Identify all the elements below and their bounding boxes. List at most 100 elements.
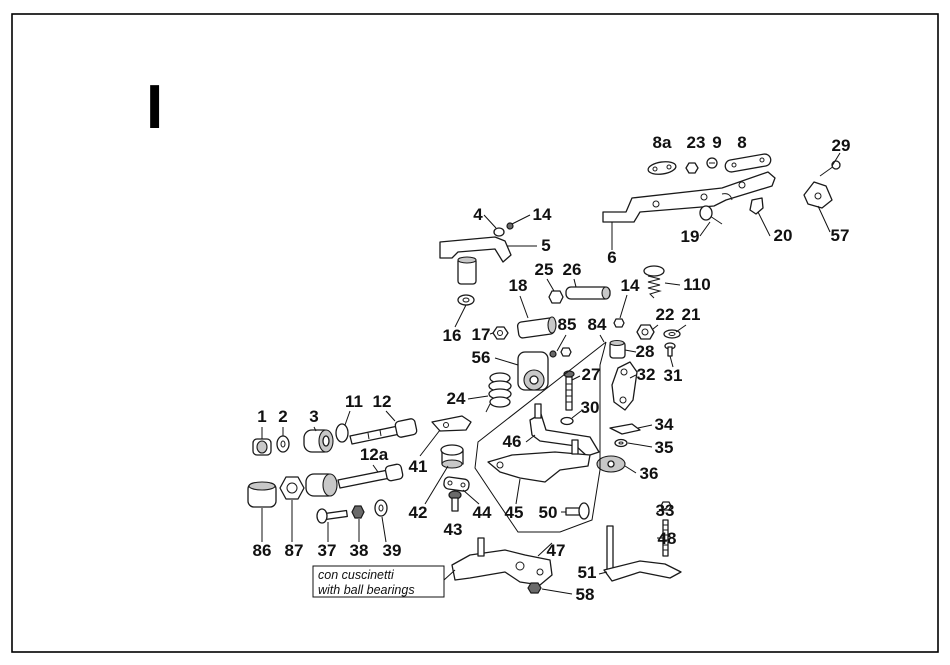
label-8a: 8a <box>653 133 672 152</box>
part-35-washer <box>615 440 627 447</box>
label-37: 37 <box>318 541 337 560</box>
label-27: 27 <box>582 365 601 384</box>
part-27-screw <box>564 371 574 410</box>
label-34: 34 <box>655 415 674 434</box>
label-16: 16 <box>443 326 462 345</box>
part-37-screw <box>317 509 347 523</box>
part-25-nut <box>549 291 563 303</box>
label-39: 39 <box>383 541 402 560</box>
part-11-washer <box>336 424 348 442</box>
label-3: 3 <box>309 407 318 426</box>
label-2: 2 <box>278 407 287 426</box>
label-110: 110 <box>683 275 710 294</box>
part-38-nut <box>352 506 364 518</box>
label-5: 5 <box>541 236 550 255</box>
label-41: 41 <box>409 457 428 476</box>
label-6: 6 <box>607 248 616 267</box>
label-18: 18 <box>509 276 528 295</box>
part-47-bracket <box>452 538 552 585</box>
part-86-cap <box>248 482 276 507</box>
label-42: 42 <box>409 503 428 522</box>
label-20: 20 <box>774 226 793 245</box>
part-34-clip <box>610 424 640 434</box>
part-39-washer <box>375 500 387 516</box>
label-26: 26 <box>563 260 582 279</box>
label-28: 28 <box>636 342 655 361</box>
part-14-ball-2 <box>614 319 624 327</box>
part-24-spring <box>486 373 511 412</box>
part-31-screw <box>665 343 675 356</box>
label-86: 86 <box>253 541 272 560</box>
label-35: 35 <box>655 438 674 457</box>
label-31: 31 <box>664 366 683 385</box>
part-110-spring-screw <box>644 266 664 298</box>
part-20-bracket <box>750 198 763 214</box>
label-51: 51 <box>578 563 597 582</box>
label-50: 50 <box>539 503 558 522</box>
label-24: 24 <box>447 389 466 408</box>
part-16-washer <box>458 295 474 305</box>
label-29: 29 <box>832 136 851 155</box>
label-44: 44 <box>473 503 492 522</box>
label-23: 23 <box>687 133 706 152</box>
label-47: 47 <box>547 541 566 560</box>
label-17: 17 <box>472 325 491 344</box>
part-1-nut <box>253 439 271 455</box>
part-43-screw <box>449 491 461 511</box>
part-36-cam <box>597 456 625 472</box>
label-9: 9 <box>712 133 721 152</box>
label-22: 22 <box>656 305 675 324</box>
part-22-nut <box>637 325 654 339</box>
label-21: 21 <box>682 305 701 324</box>
part-44-link <box>443 476 469 491</box>
part-3-bearing <box>304 430 333 452</box>
label-11: 11 <box>345 392 363 411</box>
part-18-cylinder <box>517 317 556 338</box>
label-30: 30 <box>581 398 600 417</box>
part-6-lever <box>603 172 775 222</box>
label-43: 43 <box>444 520 463 539</box>
part-30-washer <box>561 418 573 425</box>
label-33: 33 <box>656 501 675 520</box>
label-8: 8 <box>737 133 746 152</box>
label-56: 56 <box>472 348 491 367</box>
part-29-screw <box>820 161 840 176</box>
part-87-nut <box>280 477 304 499</box>
label-46: 46 <box>503 432 522 451</box>
label-19: 19 <box>681 227 700 246</box>
label-48: 48 <box>658 529 677 548</box>
label-57: 57 <box>831 226 850 245</box>
label-38: 38 <box>350 541 369 560</box>
part-32-plate <box>612 362 637 410</box>
label-58: 58 <box>576 585 595 604</box>
note-line-1: con cuscinetti <box>318 568 395 582</box>
part-84-nut <box>561 348 571 356</box>
part-12a-shaft <box>306 463 403 496</box>
part-41-plate <box>432 416 471 431</box>
label-4: 4 <box>473 205 483 224</box>
part-56-roller <box>518 352 548 390</box>
part-9-screw <box>707 158 717 168</box>
part-50-bolt <box>566 503 589 519</box>
part-57-bracket <box>804 182 832 208</box>
part-2-washer <box>277 436 289 452</box>
label-25: 25 <box>535 260 554 279</box>
part-8-plate <box>724 153 771 173</box>
label-14-mid: 14 <box>621 276 640 295</box>
label-32: 32 <box>637 365 656 384</box>
label-87: 87 <box>285 541 304 560</box>
part-42-cup <box>441 445 463 468</box>
label-14-top: 14 <box>533 205 552 224</box>
label-12a: 12a <box>360 445 389 464</box>
label-1: 1 <box>257 407 266 426</box>
section-letter: I <box>146 73 163 142</box>
note-line-2: with ball bearings <box>318 583 415 597</box>
part-23-nut <box>686 163 698 173</box>
label-85: 85 <box>558 315 577 334</box>
label-45: 45 <box>505 503 524 522</box>
part-4-bush <box>494 228 504 236</box>
ball-bearings-note: con cuscinetti with ball bearings <box>313 566 444 597</box>
part-19-screw <box>700 206 722 224</box>
